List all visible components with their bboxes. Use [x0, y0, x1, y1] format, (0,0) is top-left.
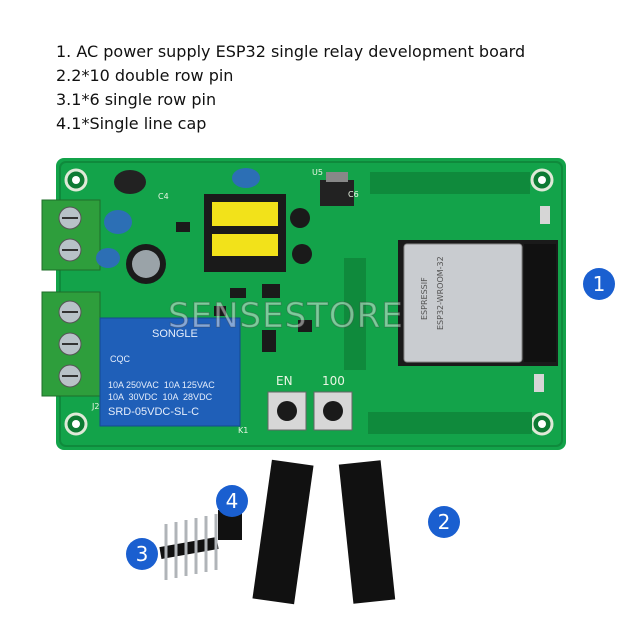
- terminal-block-top: [41, 199, 101, 271]
- pin-header-top: [370, 172, 530, 194]
- relay-cqc: CQC: [110, 354, 130, 364]
- relay-rating-1: 10A 250VAC 10A 125VAC: [108, 380, 215, 390]
- silk-k1: K1: [238, 426, 249, 435]
- button-io0-label: 100: [322, 374, 345, 388]
- module-brand: ESPRESSIF: [420, 277, 429, 320]
- silk-c6: C6: [348, 190, 359, 199]
- relay-label-area: SONGLE CQC 10A 250VAC 10A 125VAC 10A 30V…: [104, 324, 236, 424]
- electrolytic-capacitor: [126, 244, 166, 284]
- button-en-label: EN: [276, 374, 293, 388]
- button-io0: [313, 391, 353, 431]
- module-name: ESP32-WROOM-32: [436, 256, 445, 330]
- pin-header-left: [344, 258, 366, 370]
- led-top: [540, 206, 550, 224]
- button-en: [267, 391, 307, 431]
- caption-line-3: 3.1*6 single row pin: [56, 90, 217, 109]
- silk-u5: U5: [312, 168, 323, 177]
- caption-line-1: 1. AC power supply ESP32 single relay de…: [56, 42, 526, 61]
- watermark: SENSESTORE: [168, 296, 404, 337]
- silk-c4: C4: [158, 192, 169, 201]
- power-transformer: [204, 194, 286, 272]
- small-capacitors: [176, 208, 312, 352]
- relay-rating-2: 10A 30VDC 10A 28VDC: [108, 392, 213, 402]
- pin-strip-single-row: [159, 514, 219, 580]
- relay: [99, 317, 241, 427]
- caption-line-4: 4.1*Single line cap: [56, 114, 207, 133]
- callout-badge-3: 3: [126, 538, 158, 570]
- callout-badge-4: 4: [216, 485, 248, 517]
- pin-header-bottom: [368, 412, 532, 434]
- thermistor: [114, 170, 146, 194]
- relay-model: SRD-05VDC-SL-C: [108, 406, 200, 418]
- esp32-module: [398, 240, 558, 366]
- caption-line-2: 2.2*10 double row pin: [56, 66, 234, 85]
- led-bottom: [534, 374, 544, 392]
- voltage-regulator: [320, 172, 354, 206]
- callout-badge-2: 2: [428, 506, 460, 538]
- relay-brand: SONGLE: [152, 328, 198, 340]
- y-capacitors: [96, 168, 260, 268]
- callout-badge-1: 1: [583, 268, 615, 300]
- silk-j2: J2: [92, 402, 100, 411]
- terminal-block-bottom: [41, 291, 101, 397]
- pin-strip-double-row: [252, 459, 396, 605]
